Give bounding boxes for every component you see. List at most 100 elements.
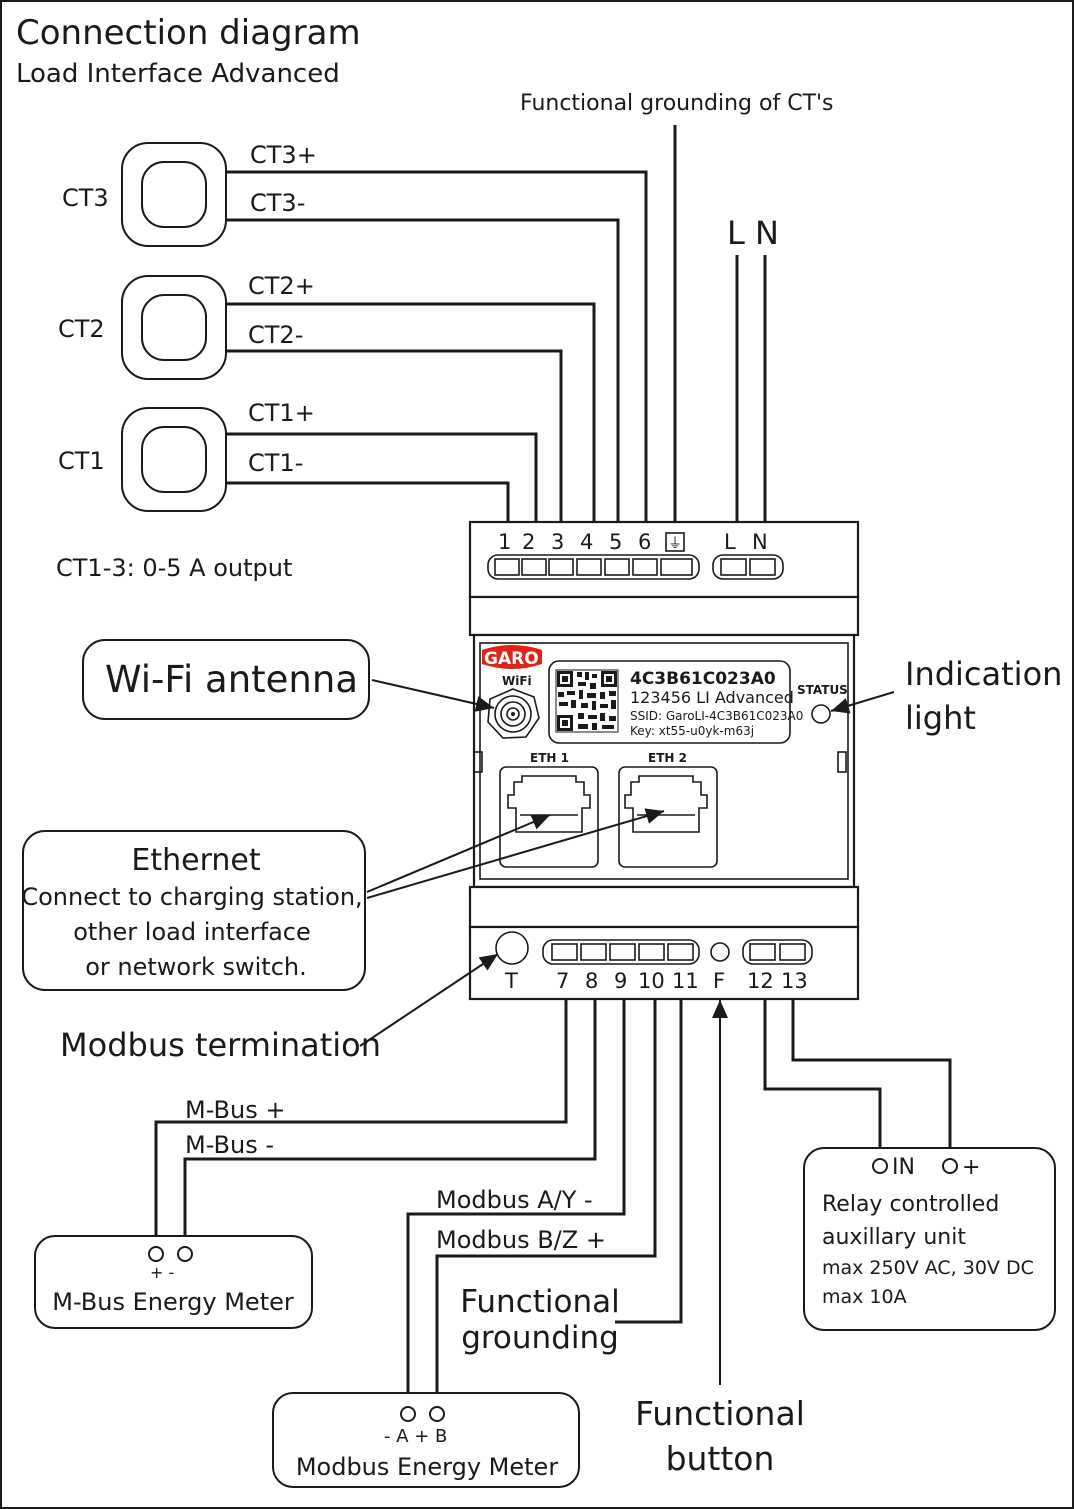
mbus-meter-box [34, 1235, 313, 1329]
device-ssid: SSID: GaroLI-4C3B61C023A0 [630, 709, 803, 723]
modbus-a-label: Modbus A/Y - [436, 1186, 593, 1214]
wifi-antenna-label: Wi-Fi antenna [105, 658, 358, 701]
wifi-label: WiFi [502, 674, 532, 688]
ground-terminal-box [665, 532, 685, 552]
ethernet-arrow-1 [366, 814, 551, 893]
ethernet-line2: other load interface [73, 918, 311, 946]
ct2-label: CT2 [58, 315, 105, 343]
indication-light-arrow [830, 691, 895, 714]
status-label: STATUS [797, 683, 848, 697]
functional-button-line1: Functional [635, 1394, 805, 1433]
terminal-13-label: 13 [781, 969, 808, 993]
modbus-termination-arrow [359, 953, 499, 1047]
ethernet-line3: or network switch. [85, 953, 307, 981]
ln-header: L N [727, 214, 779, 252]
ground-terminal-icon: ⏚ [668, 536, 682, 552]
terminal-9-label: 9 [614, 969, 627, 993]
relay-line4: max 10A [822, 1286, 907, 1308]
ct2-minus-label: CT2- [248, 321, 303, 349]
ct3-plus-label: CT3+ [250, 141, 317, 169]
mbus-minus-pin [177, 1246, 193, 1262]
modbus-termination-label: Modbus termination [60, 1026, 381, 1064]
terminal-l-label: L [724, 530, 736, 554]
eth1-label: ETH 1 [530, 751, 569, 765]
ct2-plus-label: CT2+ [248, 272, 315, 300]
qr-code [555, 669, 619, 733]
ethernet-title: Ethernet [131, 843, 260, 878]
relay-unit-box [803, 1147, 1056, 1331]
eth2-label: ETH 2 [648, 751, 687, 765]
page-title: Connection diagram [16, 13, 361, 53]
terminal-7-label: 7 [556, 969, 569, 993]
terminal-11-label: 11 [672, 969, 699, 993]
terminal-6-label: 6 [638, 530, 651, 554]
relay-plus-pin [942, 1158, 958, 1174]
relay-line3: max 250V AC, 30V DC [822, 1257, 1034, 1279]
ct1-minus-label: CT1- [248, 449, 303, 477]
device-serial: 4C3B61C023A0 [630, 669, 776, 689]
indication-light-line2: light [905, 699, 976, 737]
device-label-plate [548, 660, 791, 744]
modbus-meter-name: Modbus Energy Meter [296, 1453, 559, 1481]
terminal-10-label: 10 [638, 969, 665, 993]
functional-button [710, 942, 730, 962]
mbus-plus-label: M-Bus + [185, 1096, 285, 1124]
mbus-meter-name: M-Bus Energy Meter [52, 1288, 294, 1316]
ct3-minus-label: CT3- [250, 189, 305, 217]
ct-grounding-label: Functional grounding of CT's [520, 91, 834, 116]
device-key: Key: xt55-u0yk-m63j [630, 724, 754, 738]
modbus-b-pin [429, 1406, 445, 1422]
ct-wires [226, 125, 677, 533]
modbus-termination-switch [495, 931, 529, 965]
ethernet-line1: Connect to charging station, [21, 883, 362, 911]
terminal-f-label: F [713, 969, 725, 993]
relay-plus-label: + [962, 1155, 980, 1180]
top-terminal-block [487, 554, 784, 580]
modbus-pins-label: - A + B [384, 1426, 447, 1447]
modbus-a-pin [400, 1406, 416, 1422]
wifi-antenna-arrow [371, 679, 495, 712]
functional-grounding-line2: grounding [461, 1320, 619, 1356]
functional-grounding-line1: Functional [460, 1284, 619, 1320]
indication-light-line1: Indication [905, 655, 1062, 693]
terminal-2-label: 2 [522, 530, 535, 554]
terminal-t-label: T [504, 969, 518, 993]
power-wires [735, 255, 767, 533]
terminal-3-label: 3 [551, 530, 564, 554]
terminal-1-label: 1 [498, 530, 511, 554]
modbus-b-label: Modbus B/Z + [436, 1226, 606, 1254]
ct3-label: CT3 [62, 184, 109, 212]
mbus-pins-label: + - [150, 1263, 174, 1282]
ct2-sensor [121, 275, 227, 380]
terminal-12-label: 12 [747, 969, 774, 993]
relay-line1: Relay controlled [822, 1192, 999, 1217]
relay-in-pin [872, 1158, 888, 1174]
wifi-antenna-callout [82, 639, 370, 720]
terminal-n-label: N [752, 530, 768, 554]
mbus-plus-pin [148, 1246, 164, 1262]
garo-logo [482, 645, 542, 669]
device-model-line: 123456 LI Advanced [630, 688, 794, 707]
terminal-8-label: 8 [585, 969, 598, 993]
bottom-terminal-block [542, 939, 813, 965]
bottom-wires [154, 999, 952, 1408]
status-led-icon [811, 704, 831, 724]
page-subtitle: Load Interface Advanced [16, 59, 340, 89]
ethernet-arrow-2 [366, 808, 665, 899]
functional-button-line2: button [666, 1439, 775, 1478]
mbus-minus-label: M-Bus - [185, 1131, 274, 1159]
modbus-meter-box [272, 1392, 580, 1488]
ct1-label: CT1 [58, 447, 105, 475]
terminal-4-label: 4 [580, 530, 593, 554]
relay-in-label: IN [892, 1155, 915, 1180]
ct1-plus-label: CT1+ [248, 399, 315, 427]
relay-line2: auxillary unit [822, 1225, 966, 1250]
ct-output-note: CT1-3: 0-5 A output [56, 554, 292, 582]
ct1-sensor [121, 407, 227, 512]
brand-name: GARO [484, 649, 539, 669]
terminal-5-label: 5 [609, 530, 622, 554]
ct3-sensor [121, 142, 227, 247]
ethernet-callout [22, 830, 366, 991]
